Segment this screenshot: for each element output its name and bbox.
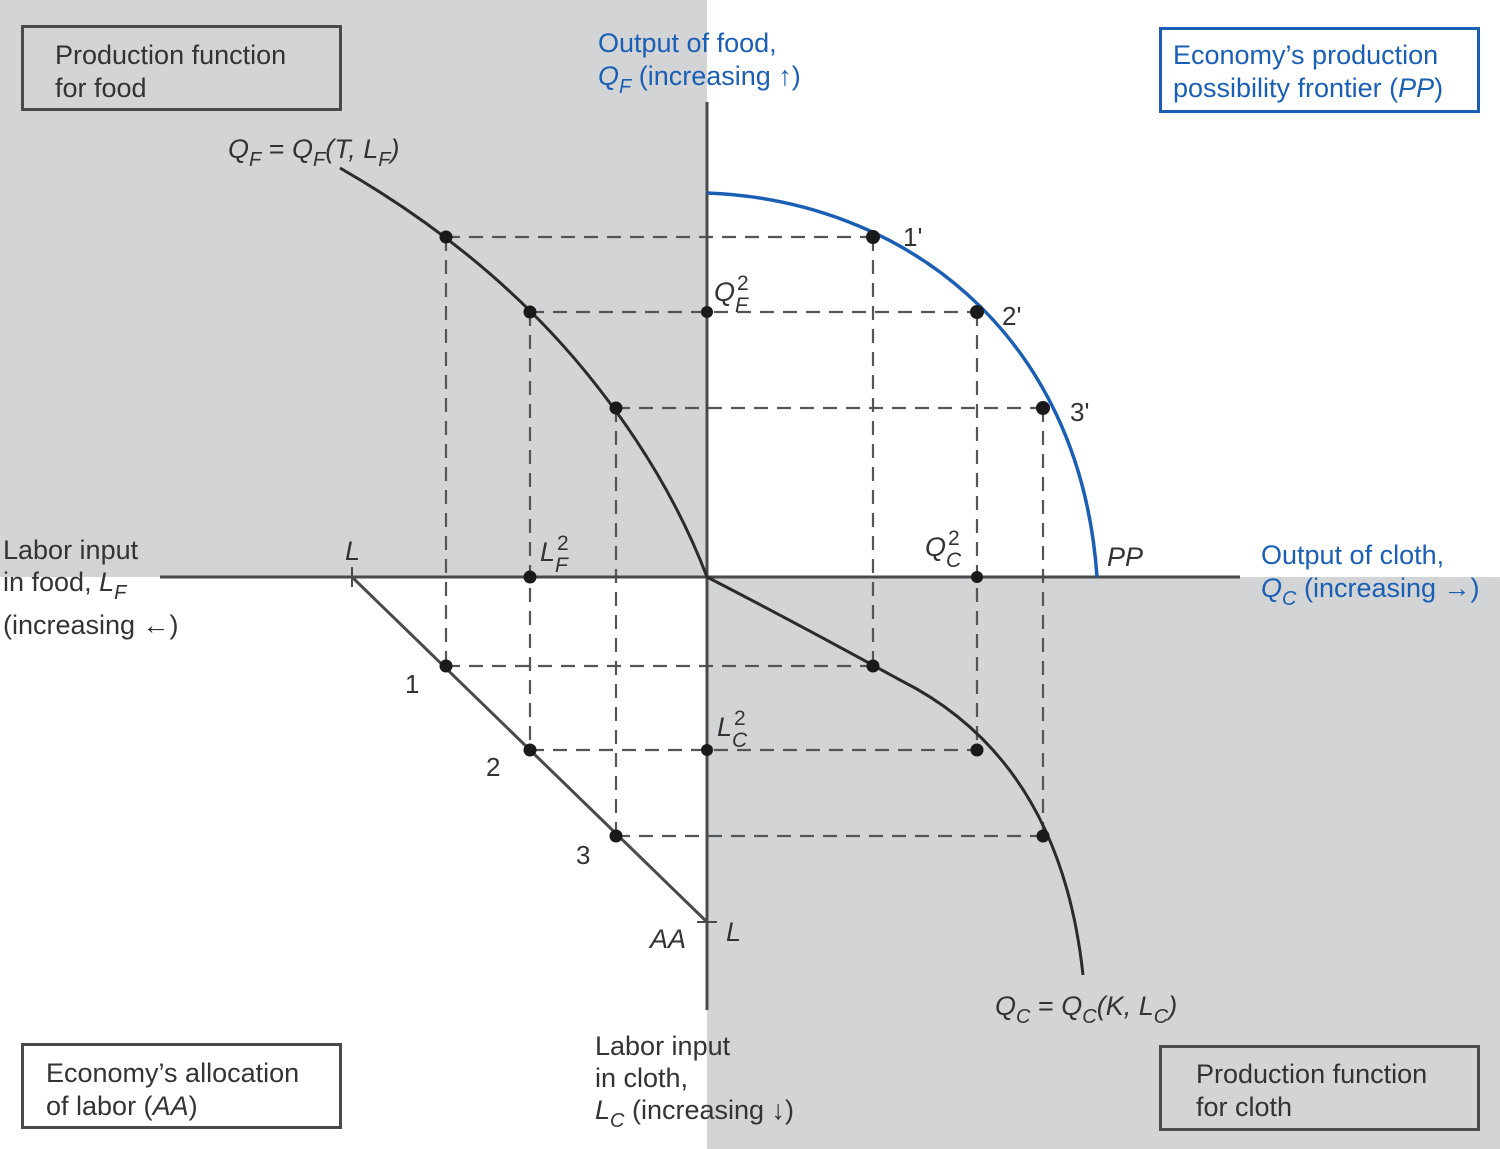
food-box-line-1: Production function: [55, 40, 287, 70]
food-function-label: QF = QF(T, LF): [228, 134, 400, 171]
food-production-box: Production function for food: [21, 25, 342, 111]
aa-point-3-label: 3: [576, 840, 591, 870]
cloth-production-box: Production function for cloth: [1159, 1045, 1480, 1131]
labor-food-axis-label: Labor input in food, LF (increasing ←): [3, 535, 179, 640]
cloth-box-line-1: Production function: [1196, 1059, 1428, 1089]
food-box-line-2: for food: [55, 73, 147, 103]
cloth-function-label: QC = QC(K, LC): [995, 991, 1178, 1028]
ppf-point-1: [866, 230, 880, 244]
cloth-curve-point-1: [866, 659, 880, 673]
aa-point-2: [523, 743, 537, 757]
food-production-curve: [339, 166, 709, 578]
aa-label: AA: [650, 924, 687, 954]
points: [439, 230, 1050, 843]
qf2-axis-point: [701, 306, 713, 318]
ppf-point-1-label: 1': [903, 222, 923, 252]
lc2-axis-point: [701, 744, 713, 756]
cloth-curve-point-3: [1036, 829, 1050, 843]
aa-point-3: [609, 829, 623, 843]
l-bottom-label: L: [726, 917, 742, 947]
ppf-box-line-2: possibility frontier (PP): [1173, 73, 1444, 103]
food-curve-point-3: [609, 401, 623, 415]
aa-point-1-label: 1: [405, 669, 420, 699]
alloc-box-line-2: of labor (AA): [46, 1091, 198, 1121]
aa-point-1: [439, 659, 453, 673]
food-curve-point-1: [439, 230, 453, 244]
ppf-box-line-1: Economy’s production: [1173, 40, 1439, 70]
ppf-point-2: [970, 305, 984, 319]
qc2-axis-point: [971, 571, 983, 583]
ppf-curve: [706, 191, 1099, 578]
alloc-box-line-1: Economy’s allocation: [46, 1058, 300, 1088]
aa-point-2-label: 2: [486, 752, 501, 782]
dashed-guides: [444, 235, 1045, 838]
cloth-box-line-2: for cloth: [1196, 1092, 1293, 1122]
l-left-label: L: [345, 536, 361, 566]
lf2-axis-point: [523, 570, 537, 584]
pp-label: PP: [1107, 542, 1144, 572]
food-curve-point-2: [523, 305, 537, 319]
ppf-point-2-label: 2': [1002, 301, 1022, 331]
ppf-point-3: [1036, 401, 1050, 415]
labor-cloth-axis-label: Labor input in cloth, LC (increasing ↓): [595, 1031, 795, 1132]
ppf-box: Economy’s production possibility frontie…: [1159, 27, 1480, 113]
cloth-output-axis-label: Output of cloth, QC (increasing →): [1261, 540, 1480, 610]
cloth-production-curve: [706, 575, 1085, 976]
allocation-box: Economy’s allocation of labor (AA): [21, 1043, 342, 1129]
ppf-point-3-label: 3': [1070, 397, 1090, 427]
cloth-curve-point-2: [970, 743, 984, 757]
food-output-axis-label: Output of food, QF (increasing ↑): [598, 28, 801, 98]
